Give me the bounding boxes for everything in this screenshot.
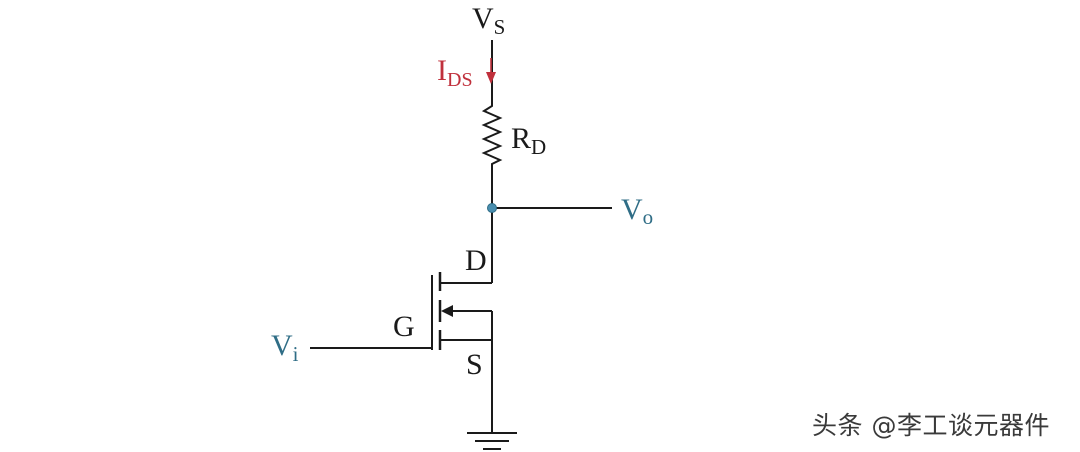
mosfet <box>431 272 493 350</box>
current-arrow <box>486 58 496 84</box>
watermark-text: 头条 @李工谈元器件 <box>812 411 1050 440</box>
label-gate: G <box>393 310 415 343</box>
label-source: S <box>466 348 483 381</box>
ground-symbol <box>467 432 517 450</box>
label-rd: RD <box>511 122 546 159</box>
label-ids: IDS <box>437 54 473 91</box>
body-arrow-head <box>441 305 453 317</box>
label-vo: Vo <box>621 193 653 229</box>
output-node <box>487 203 497 213</box>
resistor-rd <box>481 100 503 170</box>
label-vs: VS <box>472 2 505 39</box>
label-vi: Vi <box>271 329 299 366</box>
label-drain: D <box>465 244 487 277</box>
